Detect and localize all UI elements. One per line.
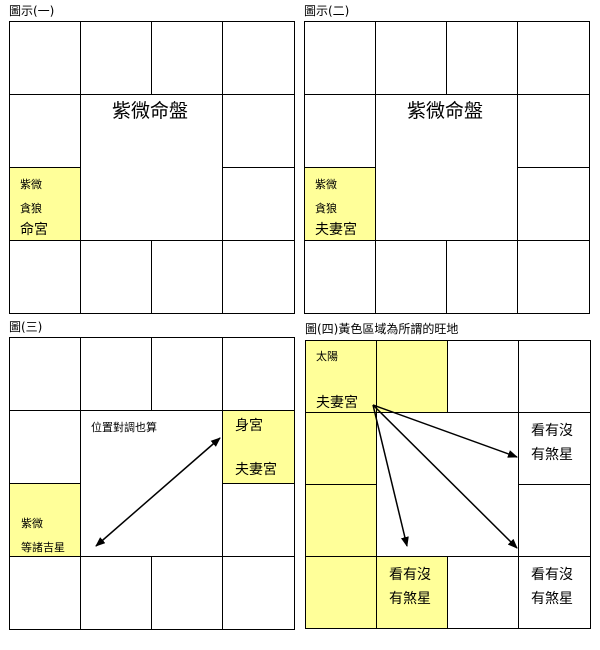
palace-cell — [446, 240, 518, 314]
chart-center: 紫微命盤 — [80, 94, 223, 241]
check-label: 有煞星 — [389, 591, 431, 607]
life-palace-cell: 紫微 貪狼 命宮 — [9, 167, 81, 241]
check-label: 有煞星 — [531, 447, 573, 463]
star-label: 等諸吉星 — [21, 541, 65, 554]
palace-label: 身宮 — [235, 418, 263, 434]
palace-cell — [517, 21, 590, 95]
palace-cell — [9, 410, 81, 484]
palace-cell — [304, 94, 376, 168]
check-cell: 看有沒 有煞星 — [518, 412, 591, 485]
prosperous-cell — [305, 484, 377, 557]
star-label: 貪狼 — [315, 202, 337, 215]
palace-label: 命宮 — [20, 222, 48, 238]
palace-cell — [447, 556, 519, 629]
figure-3-caption: 圖(三) — [9, 320, 43, 334]
palace-cell — [375, 21, 447, 95]
palace-label: 夫妻宮 — [316, 395, 358, 411]
palace-cell — [517, 167, 590, 241]
figure-2-caption: 圖示(二) — [304, 4, 350, 18]
center-note: 位置對調也算 — [91, 421, 157, 434]
spouse-palace-cell: 紫微 貪狼 夫妻宮 — [304, 167, 376, 241]
star-label: 紫微 — [20, 178, 42, 191]
palace-cell — [151, 337, 223, 411]
palace-cell — [80, 21, 152, 95]
palace-cell — [151, 556, 223, 630]
palace-cell — [304, 240, 376, 314]
palace-cell — [222, 21, 295, 95]
lucky-stars-cell: 紫微 等諸吉星 — [9, 483, 81, 557]
palace-cell — [9, 337, 81, 411]
palace-cell — [9, 240, 81, 314]
check-cell: 看有沒 有煞星 — [518, 556, 591, 629]
palace-cell — [304, 21, 376, 95]
prosperous-cell — [305, 412, 377, 485]
figure-1-caption: 圖示(一) — [9, 4, 55, 18]
palace-cell — [151, 240, 223, 314]
palace-cell — [446, 21, 518, 95]
star-label: 貪狼 — [20, 202, 42, 215]
palace-cell — [222, 240, 295, 314]
spouse-palace-cell: 太陽 夫妻宮 — [305, 340, 377, 413]
figure-4-caption: 圖(四)黃色區域為所謂的旺地 — [305, 322, 459, 336]
palace-cell — [518, 484, 591, 557]
prosperous-cell — [305, 556, 377, 629]
prosperous-cell — [376, 340, 448, 413]
chart-title: 紫微命盤 — [407, 100, 484, 122]
star-label: 紫微 — [315, 178, 337, 191]
palace-label: 夫妻宮 — [315, 222, 357, 238]
chart-center: 位置對調也算 — [80, 410, 223, 557]
palace-cell — [151, 21, 223, 95]
palace-cell — [222, 94, 295, 168]
palace-cell — [517, 240, 590, 314]
star-label: 太陽 — [316, 350, 338, 363]
palace-cell — [447, 340, 519, 413]
check-label: 看有沒 — [531, 423, 573, 439]
palace-cell — [222, 337, 295, 411]
check-cell: 看有沒 有煞星 — [376, 556, 448, 629]
body-spouse-palace-cell: 身宮 夫妻宮 — [222, 410, 295, 484]
star-label: 紫微 — [21, 517, 43, 530]
check-label: 看有沒 — [531, 567, 573, 583]
palace-cell — [9, 556, 81, 630]
check-label: 看有沒 — [389, 567, 431, 583]
palace-cell — [517, 94, 590, 168]
palace-cell — [222, 556, 295, 630]
palace-cell — [222, 483, 295, 557]
palace-cell — [222, 167, 295, 241]
palace-cell — [80, 556, 152, 630]
palace-cell — [9, 94, 81, 168]
chart-center — [376, 412, 519, 557]
palace-cell — [375, 240, 447, 314]
chart-title: 紫微命盤 — [112, 100, 189, 122]
palace-cell — [80, 240, 152, 314]
chart-center: 紫微命盤 — [375, 94, 518, 241]
check-label: 有煞星 — [531, 591, 573, 607]
palace-label: 夫妻宮 — [235, 462, 277, 478]
palace-cell — [518, 340, 591, 413]
palace-cell — [80, 337, 152, 411]
palace-cell — [9, 21, 81, 95]
